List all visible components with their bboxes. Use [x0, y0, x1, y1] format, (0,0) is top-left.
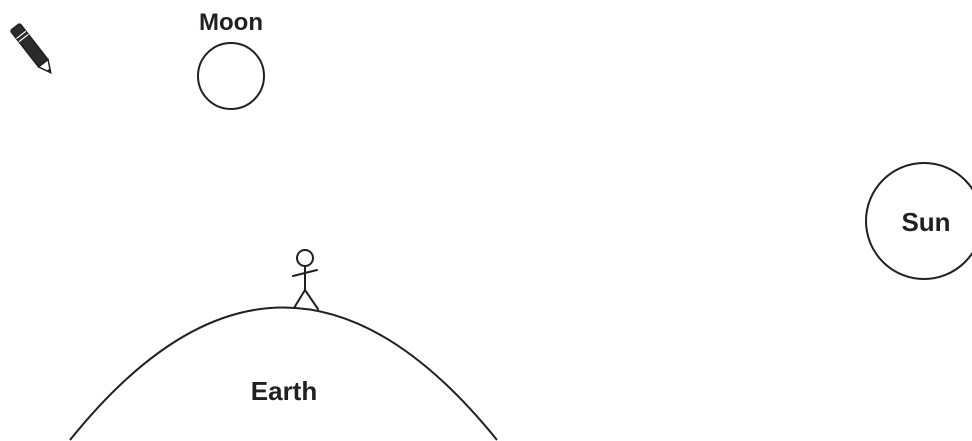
- pencil-icon[interactable]: [10, 23, 55, 76]
- moon-label: Moon: [199, 9, 263, 36]
- stick-figure-icon: [293, 250, 318, 309]
- sun-label: Sun: [901, 207, 950, 237]
- earth: Earth: [70, 308, 497, 441]
- earth-label: Earth: [251, 376, 317, 406]
- moon: Moon: [198, 9, 264, 109]
- earth-arc: [70, 308, 497, 441]
- moon-circle: [198, 43, 264, 109]
- sun: Sun: [866, 163, 972, 279]
